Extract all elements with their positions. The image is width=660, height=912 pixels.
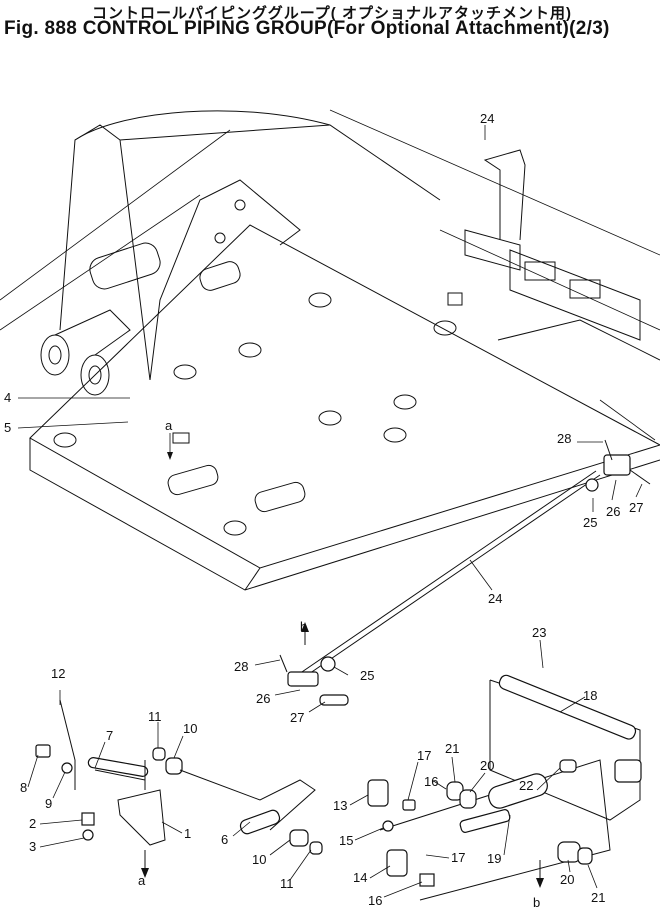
part-label: 24 [480,111,494,126]
part-label: 6 [221,832,228,847]
part-label: 21 [591,890,605,905]
part-label: 12 [51,666,65,681]
part-label: 10 [252,852,266,867]
part-label: 19 [487,851,501,866]
part-label: 1 [184,826,191,841]
part-label: 5 [4,420,11,435]
part-label: 7 [106,728,113,743]
part-labels: 4 5 24 28 25 26 27 24 25 28 26 27 23 18 … [4,111,643,908]
part-label: 25 [583,515,597,530]
part-label: 25 [360,668,374,683]
part-label: 26 [606,504,620,519]
part-label: 17 [417,748,431,763]
shaft-assembly [367,674,642,901]
part-label: 21 [445,741,459,756]
callout-letters: a a b b [138,418,540,910]
part-label: 11 [280,876,294,891]
part-label: 16 [368,893,382,908]
part-label: 23 [532,625,546,640]
part-label: 2 [29,816,36,831]
callout-b: b [300,619,307,634]
part-label: 14 [353,870,367,885]
part-label: 10 [183,721,197,736]
part-label: 3 [29,839,36,854]
callout-a: a [138,873,146,888]
machine-frame [0,109,660,591]
part-label: 27 [290,710,304,725]
figure-title-japanese: コントロールパイピンググループ( オプショナルアタッチメント用) [92,5,572,22]
part-label: 20 [560,872,574,887]
part-label: 27 [629,500,643,515]
part-label: 15 [339,833,353,848]
callout-b: b [533,895,540,910]
leader-lines [17,125,643,898]
part-label: 13 [333,798,347,813]
part-label: 18 [583,688,597,703]
part-label: 20 [480,758,494,773]
part-label: 11 [148,709,162,724]
part-label: 28 [557,431,571,446]
part-label: 16 [424,774,438,789]
part-label: 9 [45,796,52,811]
part-label: 4 [4,390,11,405]
callout-a: a [165,418,173,433]
part-label: 17 [451,850,465,865]
part-label: 8 [20,780,27,795]
part-label: 28 [234,659,248,674]
control-rod [279,439,651,706]
part-label: 26 [256,691,270,706]
part-label: 24 [488,591,502,606]
figure-title: Fig. 888 CONTROL PIPING GROUP(For Option… [4,18,610,39]
lever-linkage [35,699,323,878]
part-label: 22 [519,778,533,793]
